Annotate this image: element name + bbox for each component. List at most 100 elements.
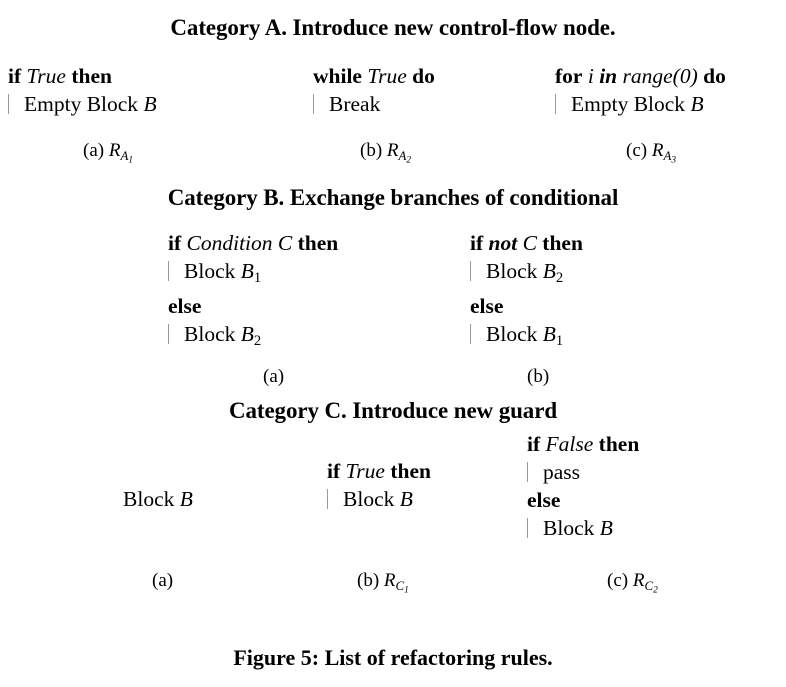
subcaption-letter: (a) [152,570,174,591]
code-line: if True then [327,457,431,485]
code-token: B [179,487,193,511]
code-token: in [599,64,618,88]
code-token: Empty Block [571,92,691,116]
code-token: do [412,64,435,88]
code-token: if [470,231,484,255]
code-token: B [143,92,157,116]
code-token: B [399,487,413,511]
subcaption-rule-symbol: RA2 [386,140,412,166]
indent-guide-icon [8,94,9,114]
subcaption-letter: (a) [83,140,105,161]
code-token: B [240,322,254,347]
code-token: else [470,294,504,319]
code-line: while True do [313,62,435,90]
code-token: Block [123,487,180,511]
indent-guide-icon [527,462,528,482]
code-line: Block B [527,514,639,542]
subcaption-rule-subscript: C1 [396,578,409,596]
subcaption-b2: (b) [527,366,549,388]
code-token: i [587,64,594,88]
subcaption-letter: (b) [360,140,383,161]
indent-guide-icon [313,94,314,114]
code-token: B [240,259,254,283]
category-c-header: Category C. Introduce new guard [228,398,558,423]
code-token: True [367,64,407,88]
code-line: Block B2 [168,320,338,355]
indent-guide-icon [470,261,471,281]
code-token: Block [184,322,241,347]
code-line: Block B1 [168,257,338,292]
code-token: Block [543,516,600,540]
code-line: Break [313,90,435,118]
subscript: 2 [253,333,262,350]
subcaption-rule-subscript: A1 [120,147,133,166]
subcaption-letter: (c) [607,570,629,591]
subcaption-rule-symbol: RC1 [383,570,409,596]
code-token: not [488,231,518,255]
subcaption-rule-subscript-index: 1 [404,585,409,596]
code-token: Condition C [186,231,293,255]
subcaption-rule-subscript: A3 [663,147,676,166]
subcaption-a2: (b) RA2 [360,140,411,165]
code-token: else [527,488,561,512]
subcaption-c3: (c) RC2 [607,570,658,595]
code-token: then [598,432,640,456]
code-token: C [522,231,537,255]
code-line: Block B1 [470,320,583,355]
code-line: for i in range(0) do [555,62,726,90]
code-token: Block [486,259,543,283]
code-token: else [168,294,202,319]
code-line: else [470,292,583,320]
code-token: if [327,459,341,483]
subcaption-rule-subscript-letter: C [644,577,654,593]
code-token: do [703,64,726,88]
subcaption-rule-subscript-index: 2 [406,155,412,166]
subcaption-letter: (a) [263,366,285,387]
indent-guide-icon [168,324,169,345]
subcaption-a3: (c) RA3 [626,140,676,165]
subcaption-rule-symbol: RA1 [108,140,133,166]
code-line: else [168,292,338,320]
code-line: if not C then [470,229,583,257]
category-a-header: Category A. Introduce new control-flow n… [170,15,616,40]
code-token: if [527,432,541,456]
rule-block-c1: Block B [123,485,193,513]
code-token: if [168,231,182,255]
code-token: True [26,64,66,88]
subcaption-rule-symbol: RA3 [651,140,676,166]
code-token: Break [329,92,381,116]
subscript: 1 [555,333,564,350]
subcaption-letter: (b) [357,570,380,591]
code-line: if True then [8,62,157,90]
code-token: range(0) [622,64,698,88]
subcaption-rule-subscript-index: 2 [653,585,658,596]
code-token: if [8,64,22,88]
code-token: Block [486,322,543,347]
code-token: then [297,231,339,255]
code-token: then [71,64,112,88]
subcaption-rule-subscript-letter: A [120,147,129,163]
code-token: then [390,459,431,483]
code-token: B [690,92,704,116]
code-token: for [555,64,583,88]
subscript: 1 [253,270,262,287]
code-line: pass [527,458,639,486]
code-line: else [527,486,639,514]
subcaption-rule-subscript-letter: A [663,147,672,163]
code-line: Empty Block B [8,90,157,118]
subcaption-rule-subscript: C2 [644,577,658,596]
subcaption-rule-subscript-letter: A [398,147,407,163]
code-token: B [542,322,556,347]
code-token: Empty Block [24,92,144,116]
subcaption-rule-subscript-index: 1 [128,155,133,166]
subcaption-b1: (a) [263,366,284,388]
subcaption-rule-subscript-index: 3 [671,155,676,166]
indent-guide-icon [555,94,556,114]
code-line: Block B [327,485,431,513]
